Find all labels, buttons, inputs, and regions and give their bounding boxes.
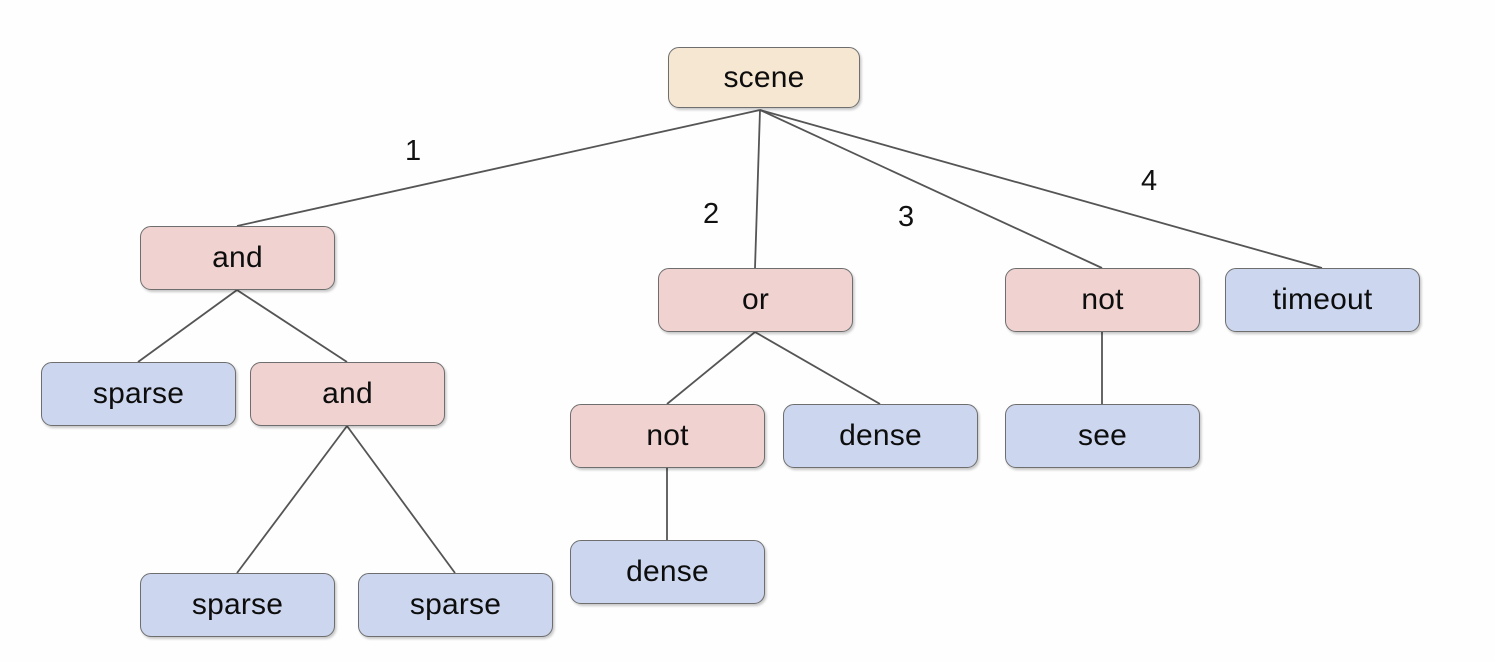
- tree-edge: [666, 331, 756, 405]
- tree-node-label: sparse: [191, 588, 284, 621]
- tree-edge: [236, 425, 348, 574]
- tree-node-label: sparse: [92, 377, 185, 410]
- tree-edge: [754, 109, 761, 269]
- tree-edge: [754, 331, 881, 405]
- tree-node-timeout1[interactable]: timeout: [1225, 268, 1420, 332]
- tree-edge: [137, 289, 238, 363]
- edge-label: 3: [898, 201, 915, 233]
- tree-node-see1[interactable]: see: [1005, 404, 1200, 468]
- tree-node-and1[interactable]: and: [140, 226, 335, 290]
- tree-node-label: see: [1078, 419, 1127, 452]
- tree-node-not2[interactable]: not: [570, 404, 765, 468]
- tree-node-label: scene: [723, 60, 805, 94]
- tree-node-label: not: [646, 419, 689, 452]
- tree-node-or1[interactable]: or: [658, 268, 853, 332]
- tree-node-not1[interactable]: not: [1005, 268, 1200, 332]
- tree-node-scene[interactable]: scene: [668, 47, 860, 108]
- tree-node-label: and: [322, 377, 373, 410]
- tree-edge: [236, 289, 348, 363]
- tree-node-dense2[interactable]: dense: [570, 540, 765, 604]
- tree-node-and2[interactable]: and: [250, 362, 445, 426]
- tree-node-sparse1[interactable]: sparse: [41, 362, 236, 426]
- tree-node-label: sparse: [409, 588, 502, 621]
- tree-node-label: or: [741, 283, 770, 316]
- edge-label: 4: [1141, 165, 1158, 197]
- tree-edge: [236, 109, 761, 227]
- tree-node-label: dense: [626, 555, 709, 588]
- tree-node-label: and: [212, 241, 263, 274]
- tree-node-label: not: [1081, 283, 1124, 316]
- tree-node-sparse2[interactable]: sparse: [140, 573, 335, 637]
- tree-edge: [759, 109, 1323, 269]
- edge-label: 2: [703, 198, 720, 230]
- tree-edge: [759, 109, 1103, 269]
- tree-node-label: dense: [839, 419, 922, 452]
- tree-edge: [346, 425, 456, 574]
- tree-node-label: timeout: [1272, 283, 1373, 316]
- edge-label: 1: [405, 135, 422, 167]
- tree-node-sparse3[interactable]: sparse: [358, 573, 553, 637]
- tree-node-dense1[interactable]: dense: [783, 404, 978, 468]
